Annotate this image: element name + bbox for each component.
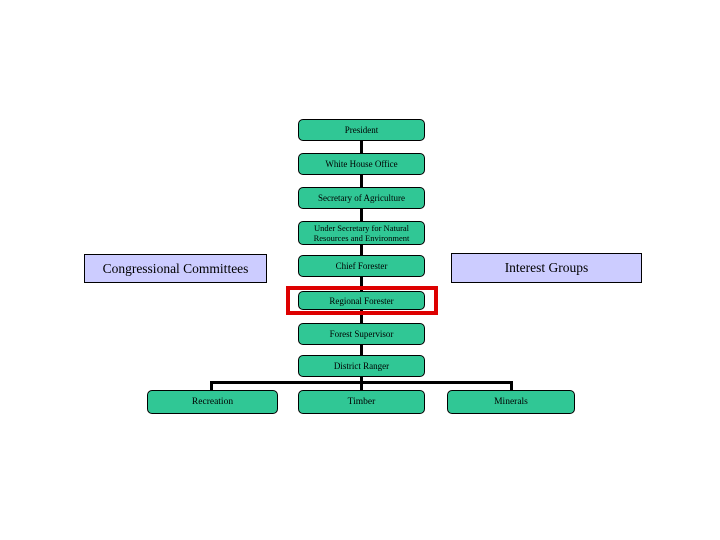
org-node-district-ranger[interactable]: District Ranger xyxy=(298,355,425,377)
side-node-interest-groups[interactable]: Interest Groups xyxy=(451,253,642,283)
org-node-minerals[interactable]: Minerals xyxy=(447,390,575,414)
highlight-rectangle xyxy=(286,286,438,315)
org-node-timber[interactable]: Timber xyxy=(298,390,425,414)
org-node-forest-supervisor[interactable]: Forest Supervisor xyxy=(298,323,425,345)
connector-stub-right xyxy=(510,381,513,390)
org-node-regional-forester[interactable]: Regional Forester xyxy=(298,291,425,310)
org-node-president[interactable]: President xyxy=(298,119,425,141)
org-node-recreation[interactable]: Recreation xyxy=(147,390,278,414)
org-node-white-house-office[interactable]: White House Office xyxy=(298,153,425,175)
org-node-chief-forester[interactable]: Chief Forester xyxy=(298,255,425,277)
org-node-under-secretary-natural-resources[interactable]: Under Secretary for Natural Resources an… xyxy=(298,221,425,245)
org-node-secretary-of-agriculture[interactable]: Secretary of Agriculture xyxy=(298,187,425,209)
connector-stub-left xyxy=(210,381,213,390)
side-node-congressional-committees[interactable]: Congressional Committees xyxy=(84,254,267,283)
connector-horizontal-bottom xyxy=(210,381,513,384)
